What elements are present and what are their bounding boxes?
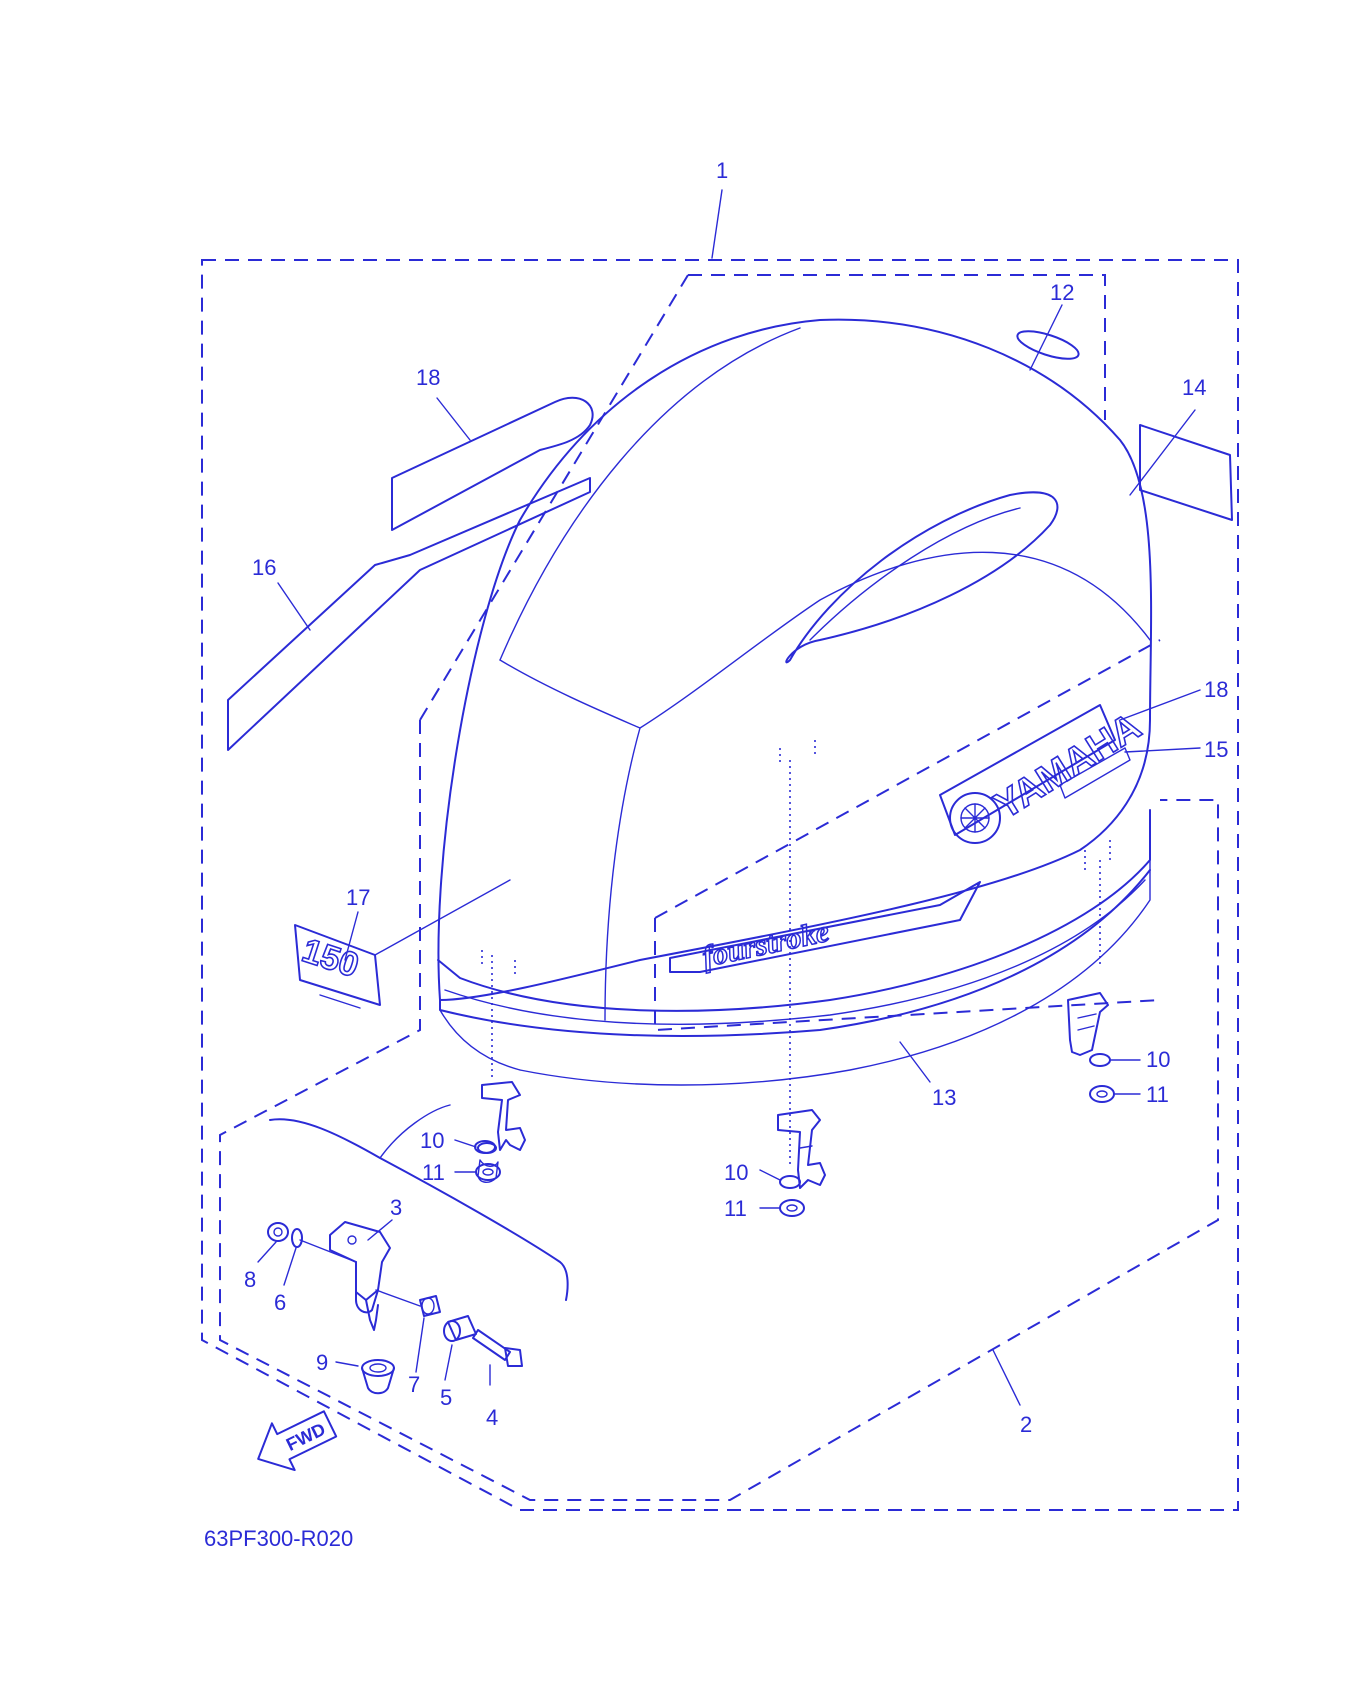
callout-11-left: 11 [422, 1160, 445, 1185]
callout-18-top: 18 [416, 365, 440, 390]
hook-bracket-left [477, 1081, 526, 1183]
callout-1: 1 [716, 158, 728, 183]
callout-3: 3 [390, 1195, 402, 1220]
hook-bracket-right [1067, 992, 1109, 1056]
callout-13: 13 [932, 1085, 956, 1110]
callout-18-right: 18 [1204, 677, 1228, 702]
hook-bracket-center [777, 1109, 826, 1189]
callout-5: 5 [440, 1385, 452, 1410]
callout-14: 14 [1182, 375, 1206, 400]
model-150-decal: 150 [294, 924, 381, 1009]
callout-4: 4 [486, 1405, 498, 1430]
bolt-4-detail [472, 1329, 523, 1367]
top-cowling [437, 318, 1153, 1086]
fourstroke-text: fourstroke [700, 915, 832, 974]
hook-3-detail [329, 1221, 391, 1331]
detail-leader [379, 1104, 451, 1159]
axis-line-6 [299, 1239, 357, 1263]
callout-9: 9 [316, 1350, 328, 1375]
bushing-5-detail [443, 1315, 477, 1342]
callout-10-right: 10 [1146, 1047, 1170, 1072]
part-code-label: 63PF300-R020 [204, 1526, 353, 1551]
callout-11-center: 11 [724, 1196, 747, 1221]
callout-leaders [257, 189, 1201, 1406]
callout-16: 16 [252, 555, 276, 580]
fwd-arrow: FWD [257, 1410, 338, 1472]
callout-8: 8 [244, 1267, 256, 1292]
washer-6-detail [291, 1228, 303, 1248]
grommet-9-detail [361, 1359, 395, 1395]
top-cowling-boundary [219, 274, 1219, 1501]
callout-6: 6 [274, 1290, 286, 1315]
fwd-label: FWD [283, 1419, 329, 1455]
callout-10-center: 10 [724, 1160, 748, 1185]
callout-17: 17 [346, 885, 370, 910]
yamaha-decal: YAMAHA [939, 704, 1149, 844]
model-number-text: 150 [298, 931, 364, 985]
callout-2: 2 [1020, 1412, 1032, 1437]
emblem-12 [1016, 330, 1080, 360]
decal-group-boundary [654, 639, 1161, 1032]
side-decal-18 [391, 396, 594, 531]
detail-edge-curve [269, 1118, 569, 1301]
assembly-boundary-outer [201, 259, 1239, 1511]
nut-11b [779, 1199, 805, 1217]
washer-10c [1089, 1053, 1111, 1067]
axis-line-3 [375, 1289, 421, 1307]
mount-marks [481, 740, 1111, 978]
callout-10-left: 10 [420, 1128, 444, 1153]
washer-10b [779, 1175, 801, 1189]
callout-15: 15 [1204, 737, 1228, 762]
nut-11c [1089, 1085, 1115, 1103]
fourstroke-decal: fourstroke [669, 881, 981, 975]
callout-12: 12 [1050, 280, 1074, 305]
collar-7-detail [419, 1295, 441, 1317]
callout-11-right: 11 [1146, 1082, 1169, 1107]
nut-8-detail [267, 1222, 289, 1242]
callout-7: 7 [408, 1372, 420, 1397]
side-decal-16 [227, 477, 591, 751]
decal-14 [1139, 424, 1233, 521]
